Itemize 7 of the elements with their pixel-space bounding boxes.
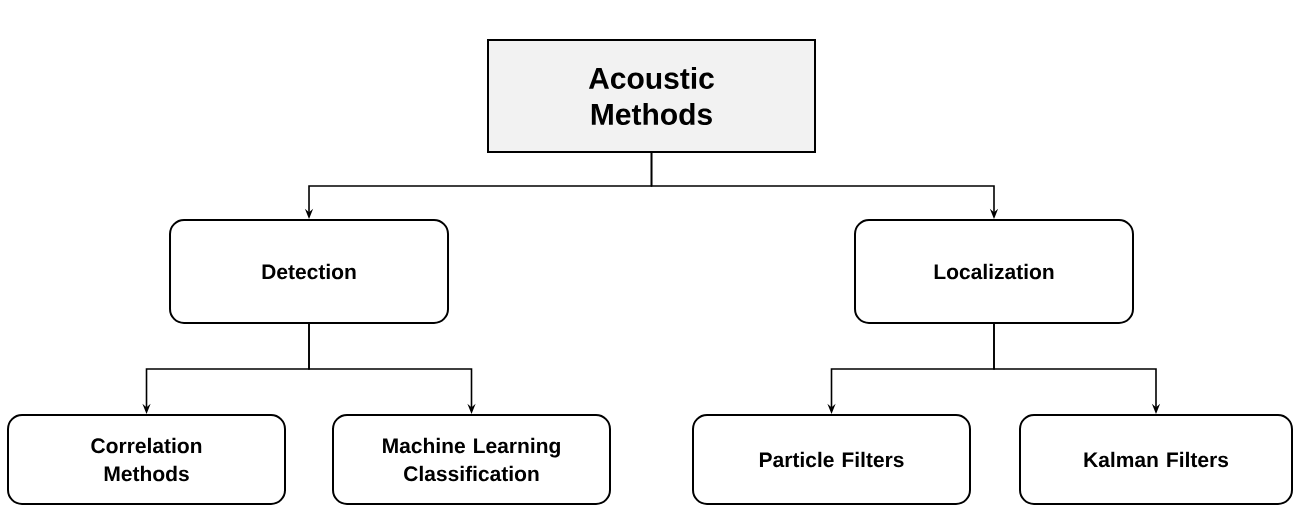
method-box: Machine Learning Classification [332,414,611,505]
category-box: Detection [169,219,449,324]
method-box: Correlation Methods [7,414,286,505]
method-box: Kalman Filters [1019,414,1293,505]
title-box: Acoustic Methods [487,39,816,153]
method-box: Particle Filters [692,414,971,505]
category-box: Localization [854,219,1134,324]
